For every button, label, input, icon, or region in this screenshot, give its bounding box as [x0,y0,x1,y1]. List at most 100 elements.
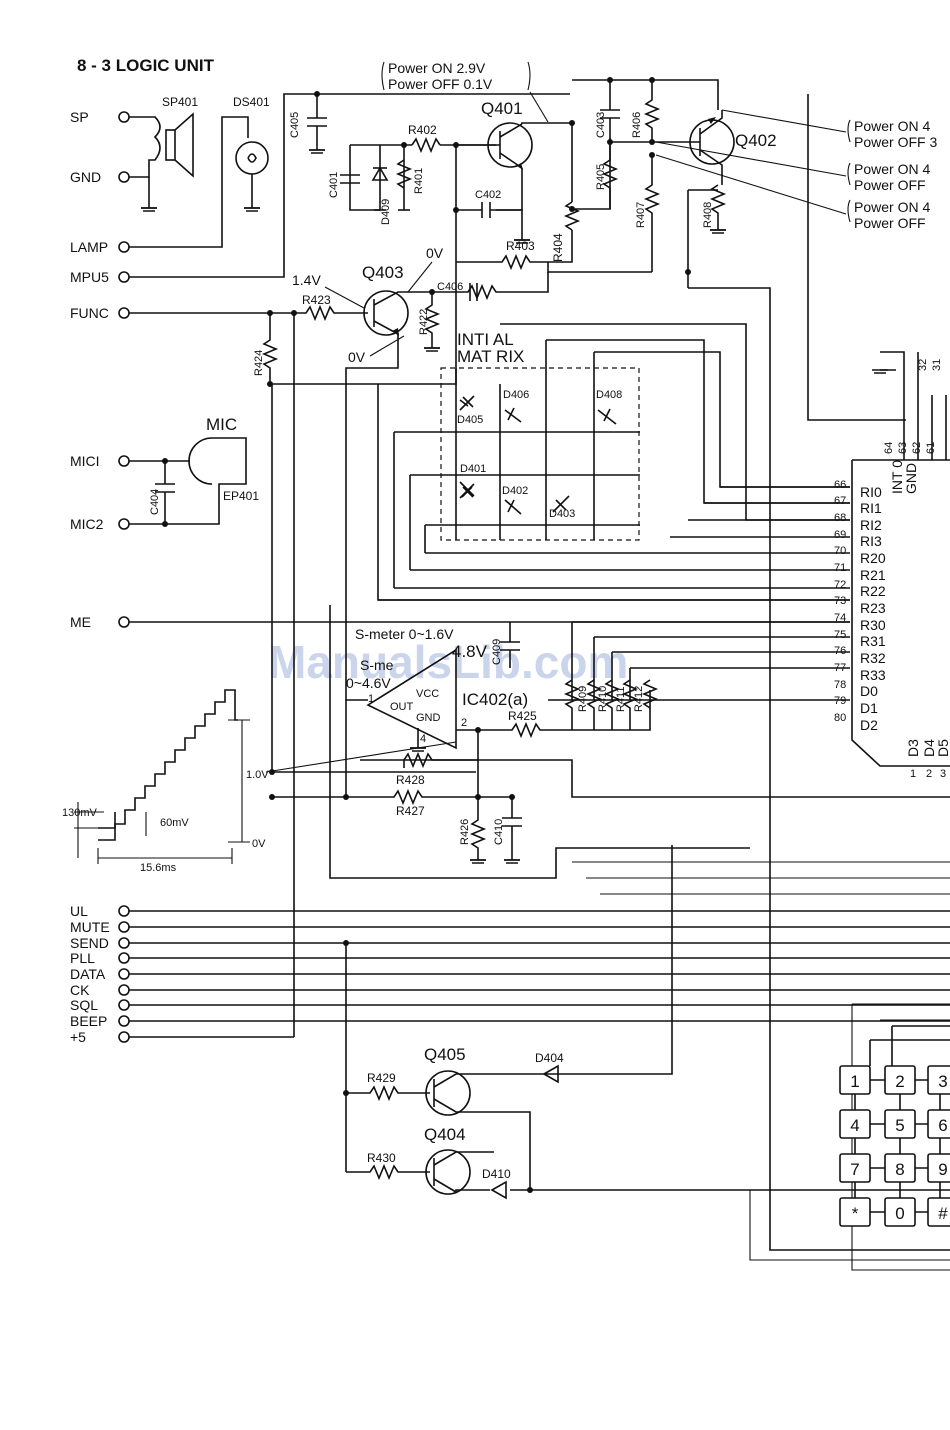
watermark: ManualsLib.com [268,636,628,688]
d406-label: D406 [503,389,529,401]
mpu-pin-name-r30: R30 [860,617,886,633]
mpu-cable-32: 32 [917,359,929,371]
r409-r412 [563,679,659,730]
mic-label: MIC [206,415,237,434]
r429-label: R429 [367,1071,396,1085]
key-8[interactable]: 8 [884,1153,916,1183]
ds401-label: DS401 [233,95,270,109]
terminal-func-label: FUNC [70,305,109,321]
key-8-label: 8 [895,1160,904,1179]
sp401-label: SP401 [162,95,198,109]
key-7[interactable]: 7 [839,1153,871,1183]
key-0-label: 0 [895,1204,904,1223]
speaker-sp401 [129,112,194,209]
wave-1-0v: 1.0V [246,769,269,781]
key-hash[interactable]: # [927,1197,950,1227]
q402-c-on-text: Power ON 4 [854,199,930,215]
mpu-pin-76: 76 [834,645,846,657]
smeter-label: S-meter 0~1.6V [355,626,454,642]
key-star[interactable]: * [839,1197,871,1227]
q403-collector-voltage: 0V [426,245,444,261]
key-6[interactable]: 6 [927,1109,950,1139]
q401-label: Q401 [481,99,523,118]
lamp-ds401 [129,116,269,248]
r409-label: R409 [577,686,589,712]
q402-a-on-text: Power ON 4 [854,118,930,134]
key-7-label: 7 [850,1160,859,1179]
mpu-pin-61: 61 [925,442,937,454]
terminal-lamp-label: LAMP [70,239,108,255]
c409-label: C409 [491,639,503,665]
r422-label: R422 [418,309,430,335]
mpu-cable-31: 31 [931,359,943,371]
r405-label: R405 [595,164,607,190]
ic402-label: IC402(a) [462,690,528,709]
q402-b-off-text: Power OFF [854,177,926,193]
mpu-d3-label: D3 [905,739,921,757]
key-4[interactable]: 4 [839,1109,871,1139]
q405-label: Q405 [424,1045,466,1064]
key-1[interactable]: 1 [839,1065,871,1095]
mpu-pin-64: 64 [883,442,895,454]
r408-label: R408 [702,202,714,228]
mpu-pin-name-d2: D2 [860,717,878,733]
terminal-plus5-label: +5 [70,1029,86,1045]
terminal-beep-label: BEEP [70,1013,107,1029]
matrix-label-1: INTI AL [457,330,514,349]
mpu-pin-70: 70 [834,545,846,557]
mpu-pin-75: 75 [834,629,846,641]
d410-label: D410 [482,1167,511,1181]
ic402-pin4: 4 [420,733,426,745]
mpu-pin-80: 80 [834,712,846,724]
ic402-opamp [272,605,950,879]
key-9-label: 9 [938,1160,947,1179]
wave-0v: 0V [252,838,266,850]
r407-label: R407 [635,202,647,228]
matrix-label-2: MAT RIX [457,347,524,366]
key-5[interactable]: 5 [884,1109,916,1139]
smeter-value: 4.8V [452,642,488,661]
mpu-pin-69: 69 [834,529,846,541]
mpu-pin-67: 67 [834,495,846,507]
key-0[interactable]: 0 [884,1197,916,1227]
key-1-label: 1 [850,1072,859,1091]
r428-label: R428 [396,773,425,787]
ground-symbols [141,149,888,864]
mpu-pin-2: 2 [926,768,932,780]
mpu5-wire [129,93,570,278]
key-9[interactable]: 9 [927,1153,950,1183]
terminal-mic1-label: MICI [70,453,100,469]
mpu-pin-3: 3 [940,768,946,780]
q404-q405 [345,845,950,1200]
key-star-label: * [852,1204,859,1223]
mpu-pin-79: 79 [834,695,846,707]
terminal-ul-label: UL [70,903,88,919]
d405-label: D405 [457,414,483,426]
mpu-pin-name-r33: R33 [860,667,886,683]
q403-network [129,262,549,1038]
smeter-left-b: 0~4.6V [346,675,391,691]
keypad: 1 2 3 4 5 6 7 8 9 * 0 # [839,1065,950,1227]
terminal-mute-label: MUTE [70,919,110,935]
r430-label: R430 [367,1151,396,1165]
key-3[interactable]: 3 [927,1065,950,1095]
r411-label: R411 [615,687,627,712]
r406-label: R406 [631,112,643,138]
mpu-pin-74: 74 [834,612,846,624]
q404-label: Q404 [424,1125,466,1144]
mpu-pin-name-r23: R23 [860,600,886,616]
d408-label: D408 [596,389,622,401]
terminal-gnd-label: GND [70,169,101,185]
r426-label: R426 [459,819,471,845]
mpu-pin-name-d0: D0 [860,683,878,699]
q403-emitter-voltage: 0V [348,349,366,365]
mpu-pin-name-ri3: RI3 [860,533,882,549]
key-3-label: 3 [938,1072,947,1091]
key-5-label: 5 [895,1116,904,1135]
r427-label: R427 [396,804,425,818]
mpu-pin-name-ri0: RI0 [860,484,882,500]
terminal-send-label: SEND [70,935,109,951]
mpu-pin-name-r22: R22 [860,583,886,599]
key-2[interactable]: 2 [884,1065,916,1095]
mpu-pin-78: 78 [834,679,846,691]
